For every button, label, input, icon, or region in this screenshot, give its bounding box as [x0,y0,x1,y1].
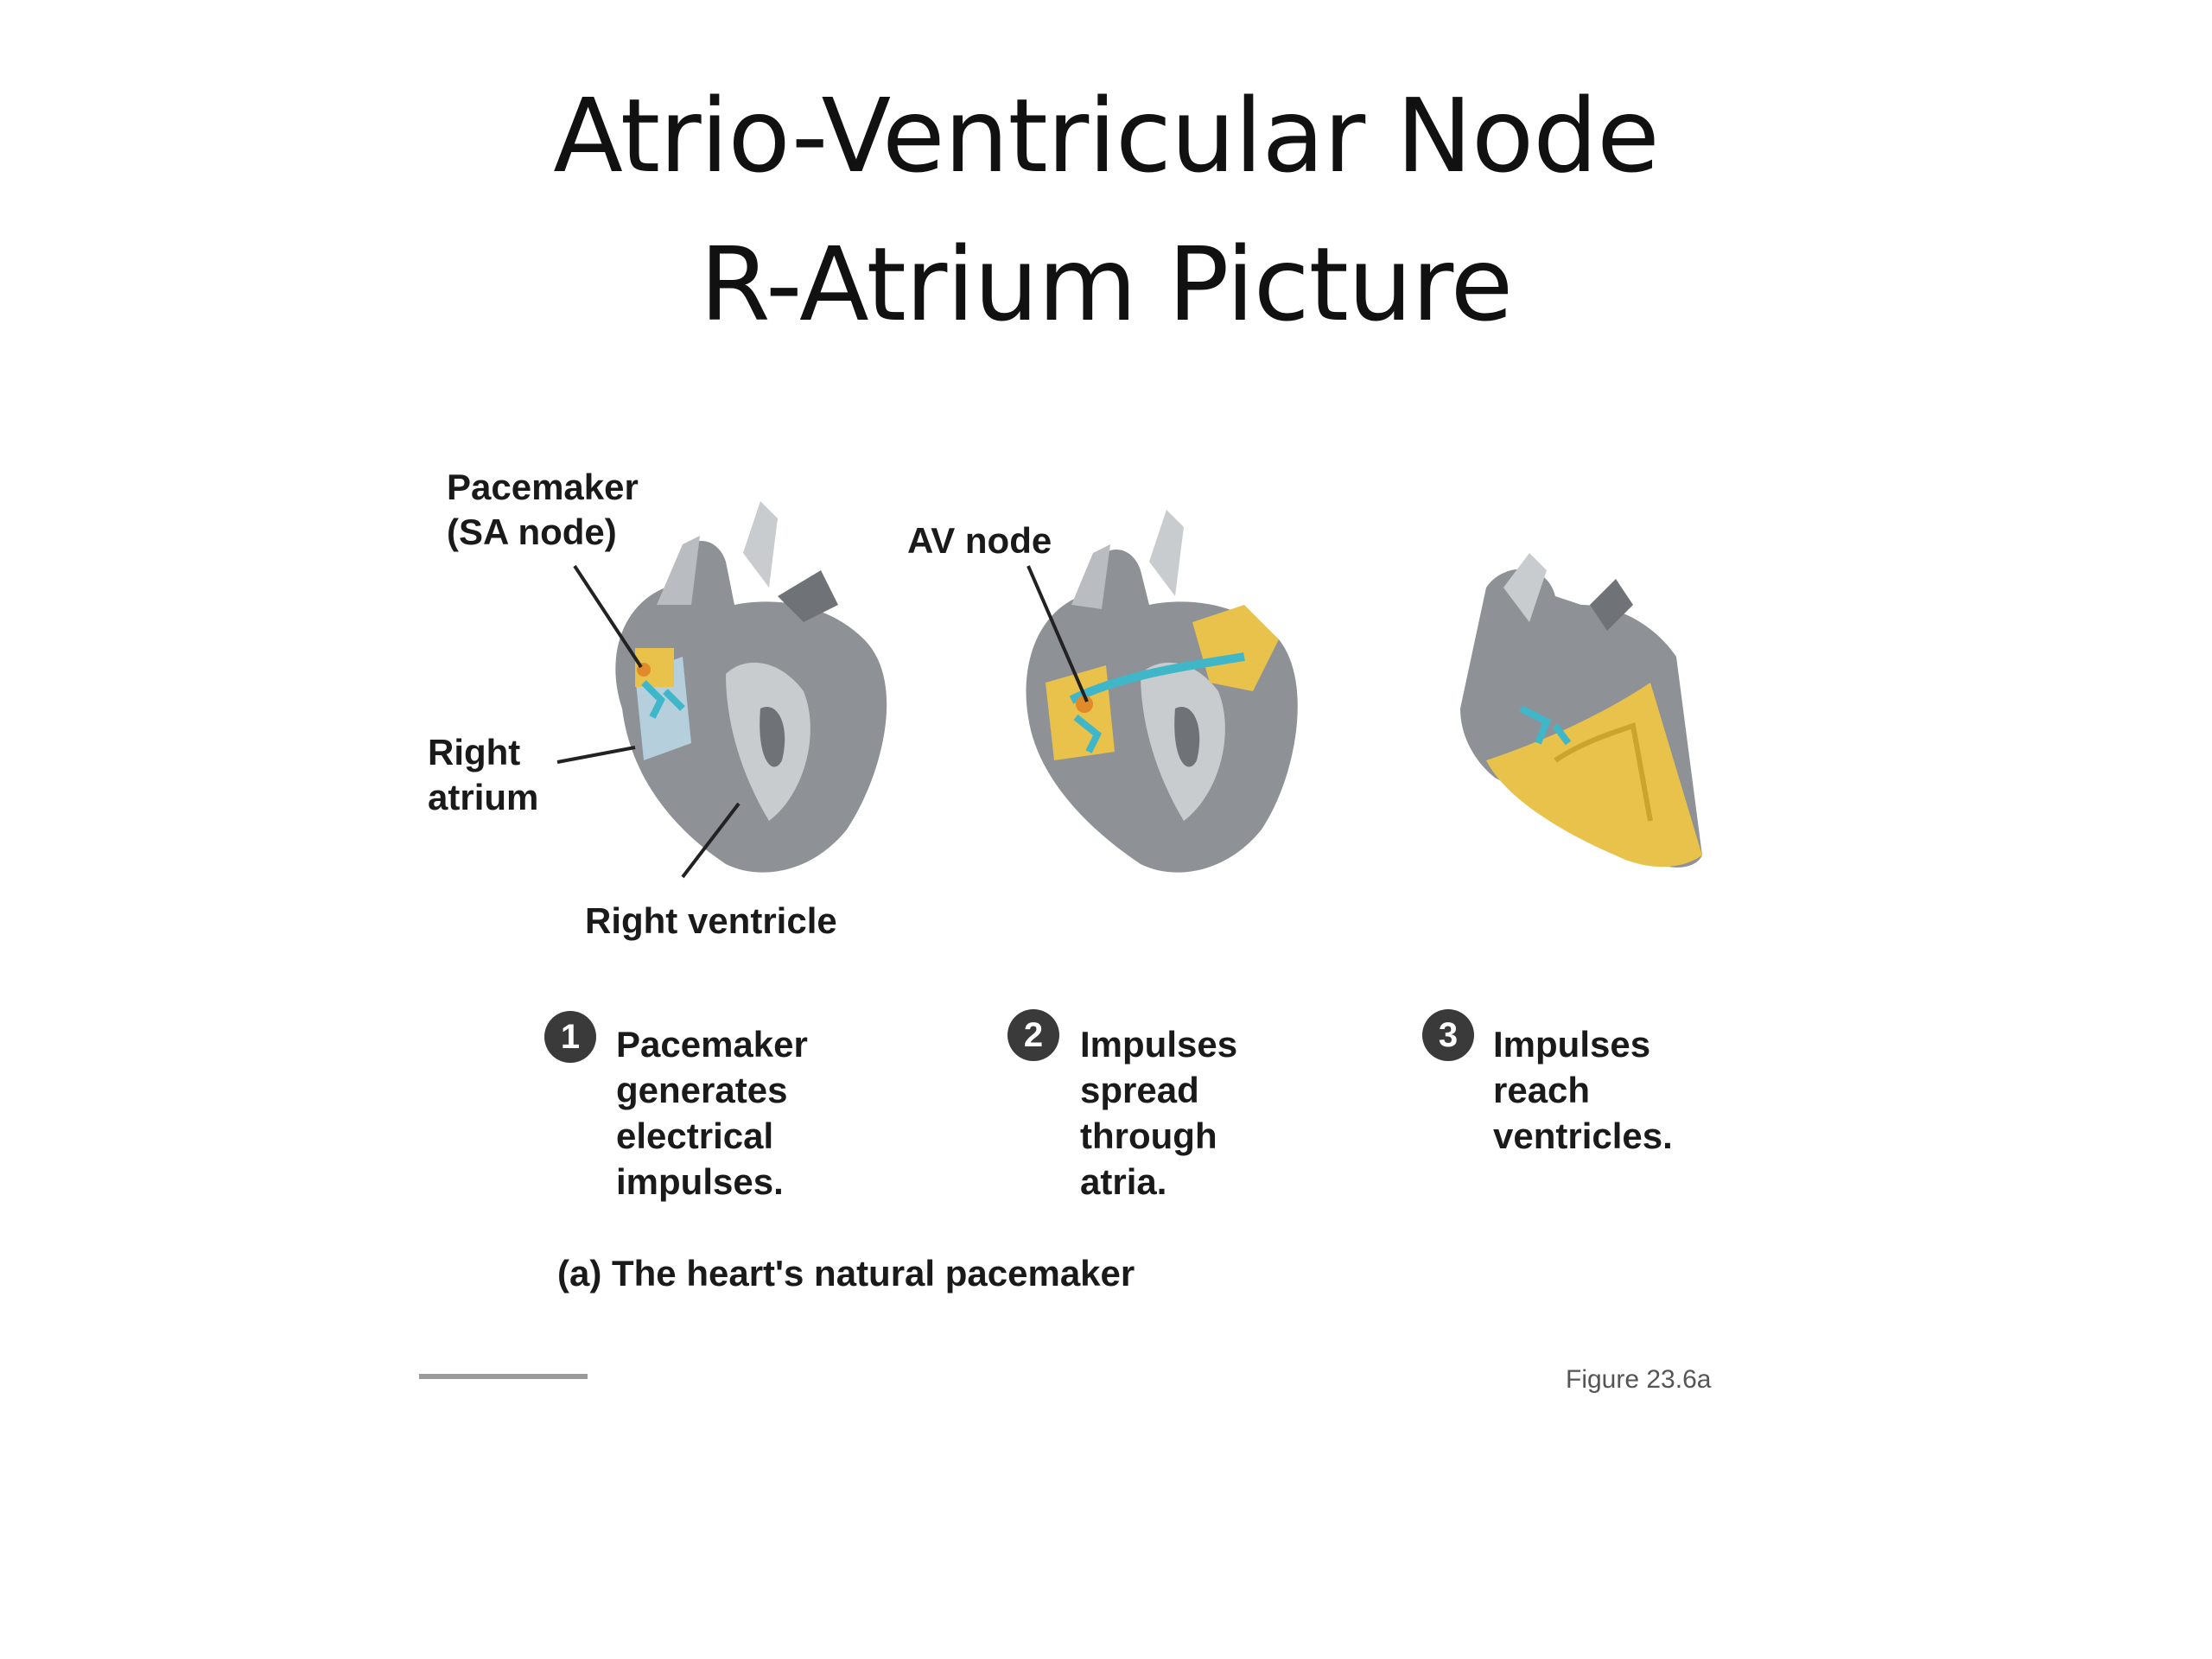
right-ventricle-leader-line [681,802,741,879]
pacemaker-leader-line [573,564,643,669]
step-2-description: Impulses spread through atria. [1080,1024,1238,1202]
label-right-atrium: Right atrium [428,732,539,817]
label-right-ventricle: Right ventricle [585,900,837,941]
av-node-marker [1076,696,1093,713]
slide-title-line-2: R-Atrium Picture [699,225,1513,344]
step-2-number-badge: 2 [1007,1009,1059,1061]
step-1-description: Pacemaker generates electrical impulses. [616,1024,808,1202]
figure-number: Figure 23.6a [1566,1365,1712,1394]
slide-title-line-1: Atrio-Ventricular Node [553,76,1660,195]
heart-illustration-1 [556,501,887,879]
right-atrium-leader-line [556,746,636,764]
step-3-description: Impulses reach ventricles. [1493,1024,1673,1156]
label-pacemaker-sa-node: Pacemaker (SA node) [447,467,639,552]
heart-illustration-3 [1460,553,1702,868]
label-av-node: AV node [907,520,1052,561]
av-node-leader-line [1027,565,1089,702]
copyright-line [419,1374,588,1379]
figure-caption: (a) The heart's natural pacemaker [557,1253,1135,1294]
heart-illustration-2 [1026,510,1298,873]
step-1-number-badge: 1 [544,1011,596,1063]
step-3-number-badge: 3 [1422,1009,1474,1061]
